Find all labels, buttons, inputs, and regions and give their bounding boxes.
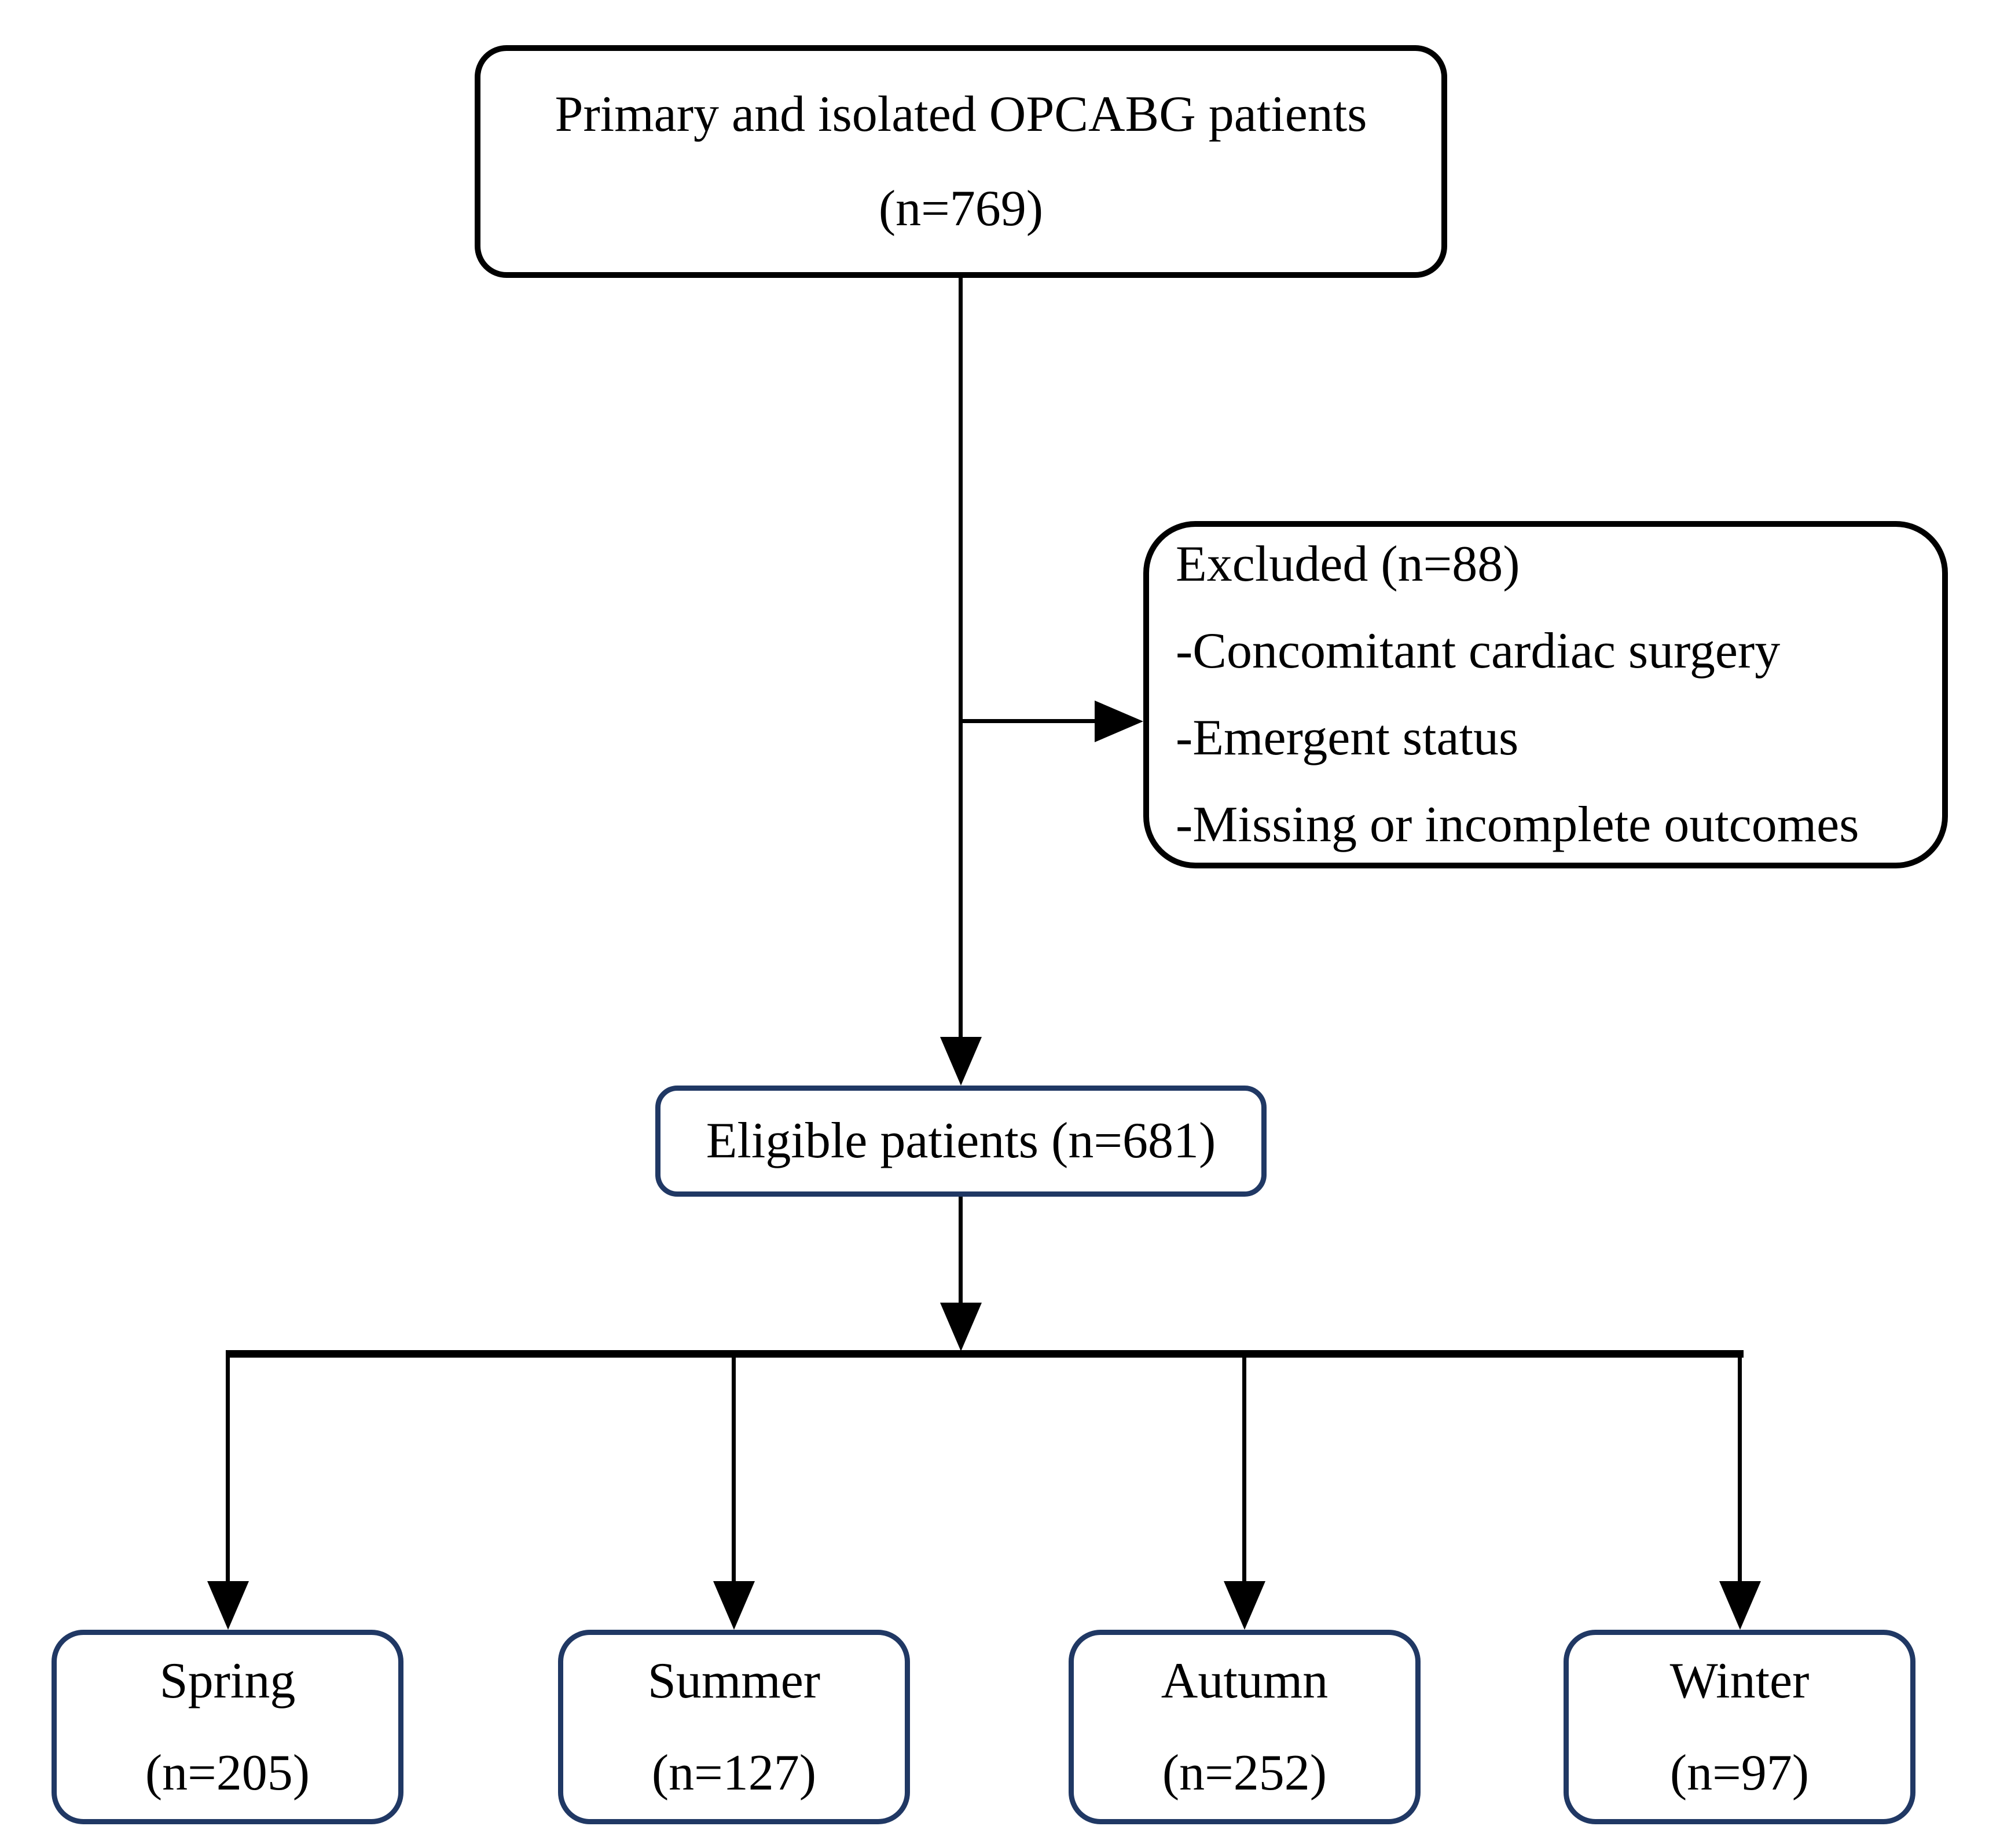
box-excluded: Excluded (n=88) -Concomitant cardiac sur… <box>1143 521 1948 868</box>
box-eligible-patients: Eligible patients (n=681) <box>655 1086 1267 1197</box>
connector-distribution-rail <box>226 1350 1744 1358</box>
autumn-count: (n=252) <box>1162 1745 1327 1801</box>
box-season-autumn: Autumn (n=252) <box>1069 1630 1421 1824</box>
winter-count: (n=97) <box>1669 1745 1810 1801</box>
connector-drop-spring <box>226 1358 230 1582</box>
summer-label: Summer <box>647 1652 821 1709</box>
excluded-reason-concomitant: -Concomitant cardiac surgery <box>1176 623 1781 679</box>
box-season-spring: Spring (n=205) <box>52 1630 403 1824</box>
summer-count: (n=127) <box>651 1745 817 1801</box>
arrowhead-down-to-rail-icon <box>940 1303 982 1351</box>
connector-excluded-branch <box>959 719 1096 723</box>
excluded-reason-emergent: -Emergent status <box>1176 710 1519 766</box>
arrowhead-down-to-winter-icon <box>1719 1581 1761 1630</box>
arrowhead-down-to-eligible-icon <box>940 1037 982 1086</box>
connector-drop-winter <box>1738 1358 1742 1582</box>
box-season-summer: Summer (n=127) <box>558 1630 910 1824</box>
spring-label: Spring <box>159 1652 296 1709</box>
spring-count: (n=205) <box>145 1745 310 1801</box>
box-season-winter: Winter (n=97) <box>1564 1630 1915 1824</box>
connector-drop-autumn <box>1242 1358 1246 1582</box>
connector-main-vertical <box>959 277 963 1038</box>
connector-eligible-to-rail <box>959 1197 963 1304</box>
winter-label: Winter <box>1669 1652 1810 1709</box>
opcabg-patients-label: Primary and isolated OPCABG patients <box>555 86 1367 142</box>
arrowhead-right-to-excluded-icon <box>1095 701 1143 742</box>
eligible-patients-label: Eligible patients (n=681) <box>706 1113 1216 1169</box>
box-opcabg-patients: Primary and isolated OPCABG patients (n=… <box>475 45 1447 278</box>
excluded-reason-missing: -Missing or incomplete outcomes <box>1176 797 1859 853</box>
opcabg-patients-count: (n=769) <box>878 181 1044 237</box>
excluded-title: Excluded (n=88) <box>1176 536 1520 592</box>
connector-drop-summer <box>732 1358 736 1582</box>
arrowhead-down-to-summer-icon <box>713 1581 755 1630</box>
autumn-label: Autumn <box>1161 1652 1329 1709</box>
arrowhead-down-to-autumn-icon <box>1224 1581 1265 1630</box>
arrowhead-down-to-spring-icon <box>207 1581 249 1630</box>
